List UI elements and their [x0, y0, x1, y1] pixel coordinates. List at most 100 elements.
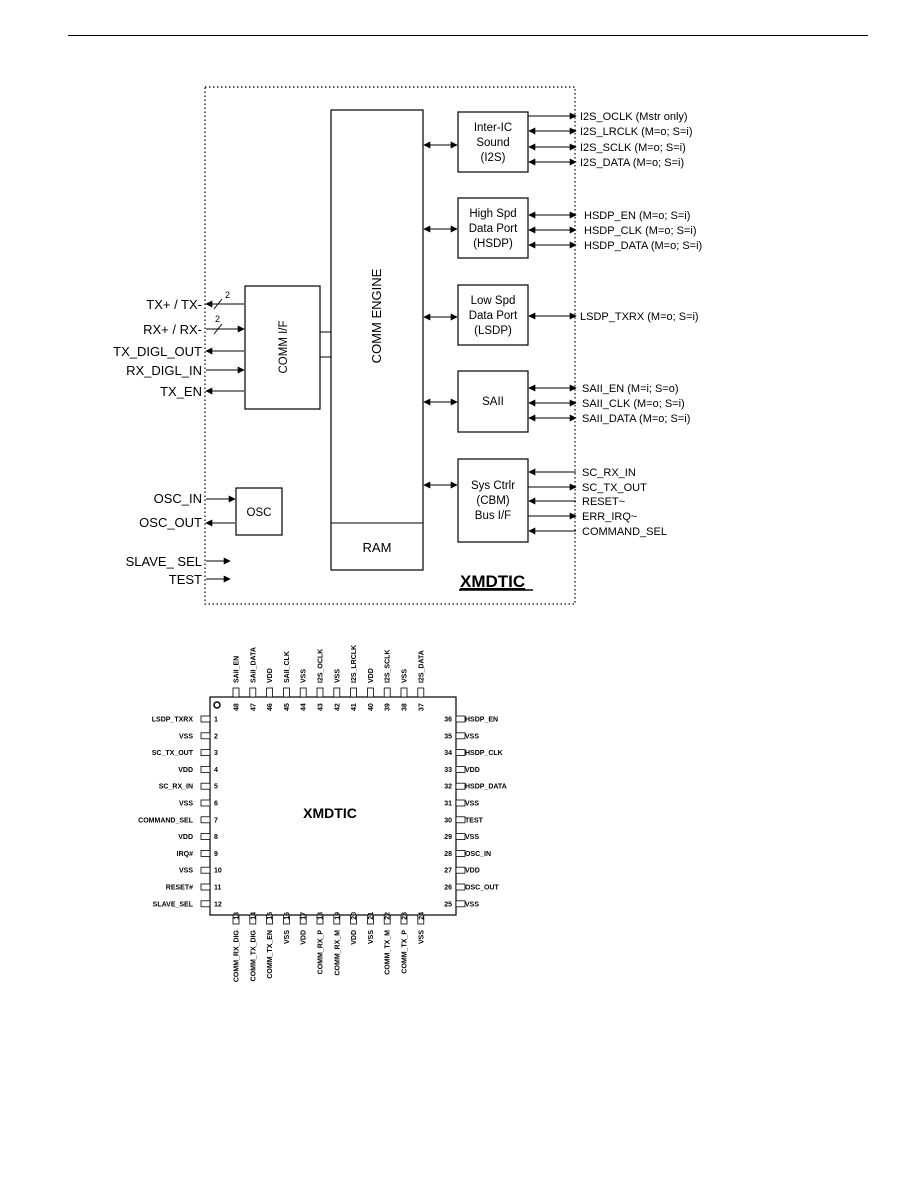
pin-38-number: 38 — [402, 703, 409, 711]
pin-43-lead — [316, 687, 324, 698]
pin-7-command-sel-label: COMMAND_SEL — [138, 817, 194, 824]
saii-block-label: SAII — [482, 396, 504, 408]
pin-21-lead — [366, 914, 374, 925]
pin-36-hsdp-en-label: HSDP_EN — [465, 717, 498, 724]
pin-48-saii-en-label: SAII_EN — [234, 656, 241, 683]
pin-9-irq-label: IRQ# — [177, 851, 193, 858]
pin-31-vss-label: VSS — [465, 801, 479, 808]
pin-48-lead — [232, 687, 240, 698]
pin-39-i2s-sclk-label: I2S_SCLK — [385, 650, 392, 683]
pin-32-number: 32 — [444, 784, 452, 791]
pin-35-number: 35 — [444, 733, 452, 740]
saii-data-label: SAII_DATA (M=o; S=i) — [582, 413, 690, 425]
pin-4-lead — [200, 766, 211, 773]
package-body — [209, 696, 457, 916]
saii-en-label: SAII_EN (M=i; S=o) — [582, 383, 679, 395]
pin-10-lead — [200, 866, 211, 874]
comm-engine-block — [330, 109, 424, 571]
tx-digl-out-label: TX_DIGL_OUT — [113, 344, 202, 359]
pin-35-lead — [455, 732, 466, 740]
pin-17-lead — [299, 914, 307, 925]
pin-10-number: 10 — [214, 868, 222, 875]
pin-46-number: 46 — [267, 703, 274, 711]
i2s-block — [457, 111, 529, 173]
pin-29-number: 29 — [444, 834, 452, 841]
hsdp-data-label: HSDP_DATA (M=o; S=i) — [584, 240, 702, 252]
pin-38-lead — [400, 687, 408, 698]
pin-46-vdd-label: VDD — [267, 668, 274, 683]
pin-4-number: 4 — [214, 767, 218, 774]
sc-rx-in-label: SC_RX_IN — [582, 467, 636, 479]
sc-tx-out-label: SC_TX_OUT — [582, 482, 647, 494]
pin-7-lead — [200, 816, 211, 824]
tx-bus-width: 2 — [225, 290, 230, 300]
pin-40-number: 40 — [368, 703, 375, 711]
pin-24-number: 24 — [418, 912, 425, 920]
pin-43-number: 43 — [318, 703, 325, 711]
pin-1-lead — [200, 715, 211, 723]
pin-42-vss-label: VSS — [334, 669, 341, 683]
pin-6-vss-label: VSS — [179, 801, 193, 808]
pin-44-vss-label: VSS — [301, 669, 308, 683]
pin-31-lead — [455, 799, 466, 807]
pin-25-lead — [455, 900, 466, 908]
pin-4-vdd-label: VDD — [178, 767, 193, 774]
pin-24-vss-label: VSS — [418, 930, 425, 944]
pin-19-comm-rx-m-label: COMM_RX_M — [334, 930, 341, 976]
pin-37-lead — [417, 687, 425, 698]
pin-20-vdd-label: VDD — [351, 930, 358, 945]
hsdp-block-line-1: High Spd — [469, 208, 516, 220]
pin-24-lead — [417, 914, 425, 925]
pin-15-lead — [266, 914, 274, 925]
pin-14-comm-tx-dig-label: COMM_TX_DIG — [250, 929, 257, 981]
osc-label: OSC — [247, 507, 272, 519]
pin-46-lead — [266, 687, 274, 698]
pin-5-sc-rx-in-label: SC_RX_IN — [159, 784, 193, 791]
lsdp-block-line-3: (LSDP) — [474, 325, 512, 337]
pin-27-vdd-label: VDD — [465, 868, 480, 875]
pin-12-lead — [200, 900, 211, 908]
pin-27-lead — [455, 866, 466, 874]
err-irq-label: ERR_IRQ~ — [582, 511, 637, 523]
pin-31-number: 31 — [444, 801, 452, 808]
pin-14-lead — [249, 914, 257, 925]
pin-19-lead — [333, 914, 341, 925]
pin-47-lead — [249, 687, 257, 698]
hsdp-block-line-2: Data Port — [469, 223, 518, 235]
pin-6-number: 6 — [214, 801, 218, 808]
tx-bus-slash — [213, 298, 223, 310]
slave-sel-label: SLAVE_ SEL — [126, 554, 202, 569]
pin-3-number: 3 — [214, 750, 218, 757]
pin-1-lsdp-txrx-label: LSDP_TXRX — [152, 717, 194, 724]
pin-2-number: 2 — [214, 733, 218, 740]
pin-26-osc-out-label: OSC_OUT — [465, 885, 500, 892]
pin-44-number: 44 — [301, 703, 308, 711]
chip-boundary — [204, 86, 576, 605]
pin-44-lead — [299, 687, 307, 698]
pin-26-number: 26 — [444, 885, 452, 892]
i2s-sclk-label: I2S_SCLK (M=o; S=i) — [580, 142, 686, 154]
sysctrl-block-line-3: Bus I/F — [475, 510, 511, 522]
pin-21-vss-label: VSS — [368, 930, 375, 944]
pin-15-comm-tx-en-label: COMM_TX_EN — [267, 930, 274, 979]
pin-47-number: 47 — [250, 703, 257, 711]
pin-17-vdd-label: VDD — [301, 930, 308, 945]
pin-39-lead — [383, 687, 391, 698]
pin-11-number: 11 — [214, 885, 222, 892]
pin-16-lead — [282, 914, 290, 925]
pin-21-number: 21 — [368, 912, 375, 920]
pin-28-lead — [455, 850, 466, 857]
pin-19-number: 19 — [334, 912, 341, 920]
pin-37-i2s-data-label: I2S_DATA — [418, 650, 425, 683]
sysctrl-block — [457, 458, 529, 543]
pin-8-lead — [200, 833, 211, 840]
i2s-block-line-2: Sound — [476, 137, 509, 149]
pin-40-lead — [366, 687, 374, 698]
lsdp-block — [457, 284, 529, 346]
pin-10-vss-label: VSS — [179, 868, 193, 875]
sysctrl-block-line-1: Sys Ctrlr — [471, 480, 515, 492]
pin-25-number: 25 — [444, 901, 452, 908]
pin-33-number: 33 — [444, 767, 452, 774]
